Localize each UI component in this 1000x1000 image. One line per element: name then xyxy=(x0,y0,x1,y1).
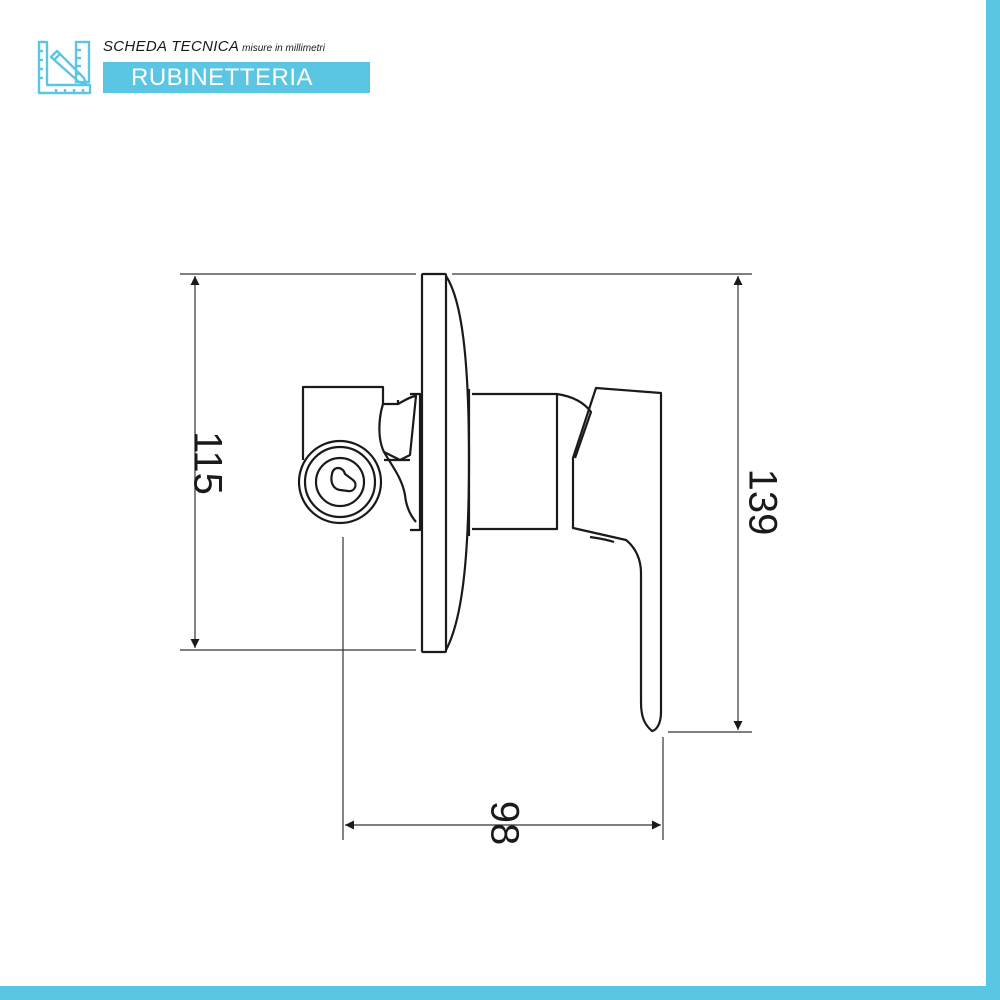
faucet-outline xyxy=(297,272,663,733)
lever-base-detail xyxy=(589,535,615,544)
accent-border-right xyxy=(986,0,1000,1000)
rear-body-flange xyxy=(410,392,422,532)
rear-body-lower xyxy=(383,451,417,523)
inlet-inner-ring xyxy=(314,456,366,508)
dimension-98-label: 98 xyxy=(482,801,526,846)
dimension-139-label: 139 xyxy=(740,469,784,536)
lever-handle xyxy=(571,386,663,733)
inlet-valve-stem xyxy=(330,466,357,493)
dimension-115-label: 115 xyxy=(185,431,229,495)
cartridge-body xyxy=(472,392,559,531)
inlet-middle-ring xyxy=(303,445,377,519)
sheet-subtitle: misure in millimetri xyxy=(242,43,325,54)
wall-plate xyxy=(420,272,448,654)
rear-body-neck xyxy=(378,394,418,462)
dimension-labels: 115 139 98 xyxy=(185,431,784,845)
inlet-outer-ring xyxy=(297,439,383,525)
sheet-title: SCHEDA TECNICA xyxy=(103,38,240,55)
accent-border-bottom xyxy=(0,986,1000,1000)
wall-plate-bevel xyxy=(445,275,471,651)
ruler-pencil-icon xyxy=(37,40,92,95)
cartridge-taper xyxy=(556,392,593,459)
category-band: RUBINETTERIA xyxy=(103,62,370,93)
dimension-lines xyxy=(180,273,752,840)
category-label: RUBINETTERIA xyxy=(131,64,314,91)
